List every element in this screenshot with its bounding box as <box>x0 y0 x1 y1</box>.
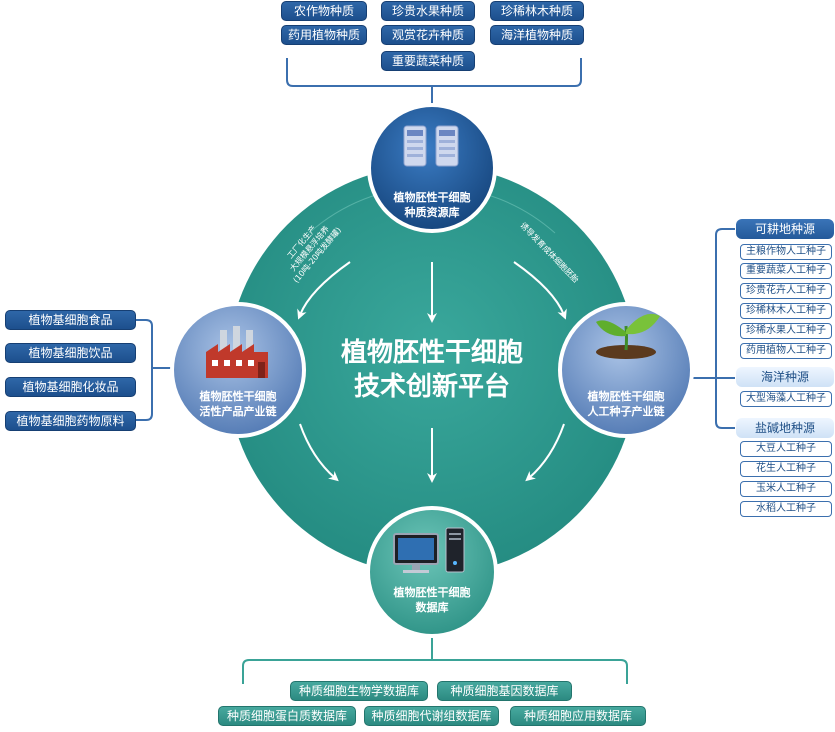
right-item: 大型海藻人工种子 <box>740 391 832 407</box>
right-item: 重要蔬菜人工种子 <box>740 263 832 279</box>
right-item: 玉米人工种子 <box>740 481 832 497</box>
bottom-connector <box>242 636 628 684</box>
right-item: 水稻人工种子 <box>740 501 832 517</box>
right-item: 珍贵花卉人工种子 <box>740 283 832 299</box>
right-item: 大豆人工种子 <box>740 441 832 457</box>
top-item: 海洋植物种质 <box>490 25 584 45</box>
right-group-header: 海洋种源 <box>736 367 834 387</box>
bottom-item: 种质细胞生物学数据库 <box>290 681 428 701</box>
center-title: 植物胚性干细胞 技术创新平台 <box>312 336 552 404</box>
right-item: 珍稀水果人工种子 <box>740 323 832 339</box>
left-item: 植物基细胞药物原料 <box>5 411 136 431</box>
seedling-icon <box>596 313 660 359</box>
top-item: 药用植物种质 <box>281 25 367 45</box>
server-icon <box>403 125 459 167</box>
center-title-line2: 技术创新平台 <box>353 372 510 402</box>
top-module-label: 植物胚性干细胞 种质资源库 <box>393 191 471 219</box>
right-group-header: 可耕地种源 <box>736 219 834 239</box>
top-item: 农作物种质 <box>281 1 367 21</box>
center-title-line1: 植物胚性干细胞 <box>340 338 523 368</box>
top-module-circle <box>367 103 497 233</box>
top-item: 观赏花卉种质 <box>381 25 475 45</box>
right-item: 珍稀林木人工种子 <box>740 303 832 319</box>
bottom-item: 种质细胞代谢组数据库 <box>364 706 499 726</box>
bottom-item: 种质细胞蛋白质数据库 <box>218 706 356 726</box>
right-module-label: 植物胚性干细胞 人工种子产业链 <box>587 390 665 418</box>
right-connector <box>693 228 735 429</box>
factory-icon <box>206 326 268 378</box>
bottom-item: 种质细胞基因数据库 <box>437 681 572 701</box>
flow-arrows <box>297 261 567 483</box>
top-item: 重要蔬菜种质 <box>381 51 475 71</box>
bottom-item: 种质细胞应用数据库 <box>510 706 646 726</box>
right-item: 药用植物人工种子 <box>740 343 832 359</box>
right-module-circle <box>558 302 694 438</box>
left-item: 植物基细胞饮品 <box>5 343 136 363</box>
left-item: 植物基细胞化妆品 <box>5 377 136 397</box>
right-item: 花生人工种子 <box>740 461 832 477</box>
right-item: 主粮作物人工种子 <box>740 244 832 260</box>
top-item: 珍稀林木种质 <box>490 1 584 21</box>
left-module-label: 植物胚性干细胞 活性产品产业链 <box>199 390 277 418</box>
computer-icon <box>393 527 465 573</box>
top-item: 珍贵水果种质 <box>381 1 475 21</box>
right-group-header: 盐碱地种源 <box>736 418 834 438</box>
bottom-module-circle <box>366 506 498 638</box>
bottom-module-label: 植物胚性干细胞 数据库 <box>393 586 471 614</box>
left-item: 植物基细胞食品 <box>5 310 136 330</box>
